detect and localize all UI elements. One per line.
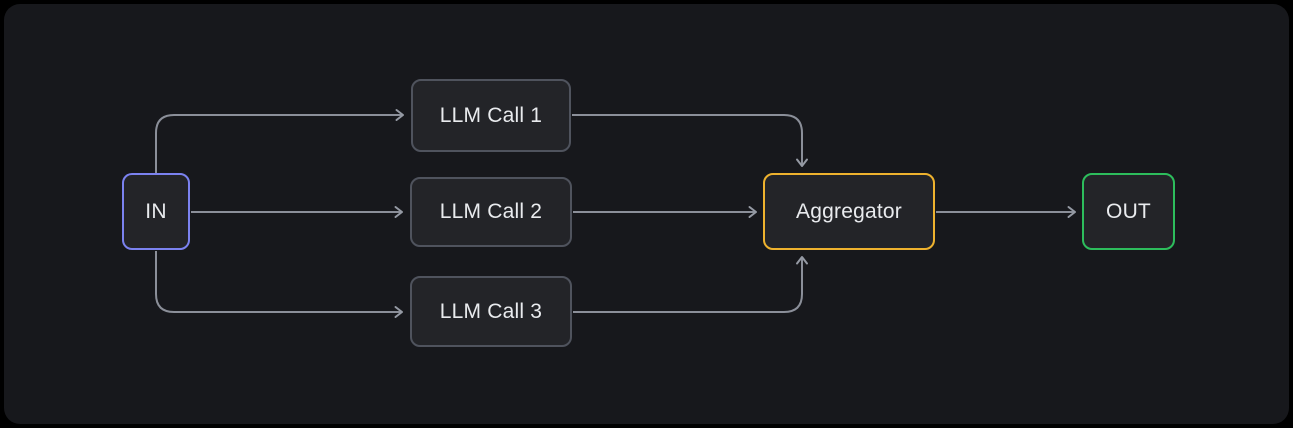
edge-in-llm1[interactable] — [155, 109, 404, 173]
node-out[interactable]: OUT — [1082, 173, 1175, 250]
node-llm-call-2[interactable]: LLM Call 2 — [410, 177, 572, 247]
node-aggregator-label: Aggregator — [796, 199, 902, 223]
node-llm-call-2-label: LLM Call 2 — [439, 200, 543, 223]
edge-llm1-aggregator[interactable] — [572, 114, 808, 167]
node-llm-call-1-label: LLM Call 1 — [439, 103, 543, 127]
node-out-label: OUT — [1106, 199, 1151, 223]
node-in[interactable]: IN — [122, 173, 190, 250]
node-aggregator[interactable]: Aggregator — [763, 173, 935, 250]
edge-in-llm3[interactable] — [155, 251, 403, 318]
node-llm-call-3[interactable]: LLM Call 3 — [410, 276, 572, 347]
node-in-label: IN — [145, 199, 167, 223]
node-llm-call-3-label: LLM Call 3 — [439, 299, 543, 323]
node-llm-call-1[interactable]: LLM Call 1 — [411, 79, 571, 152]
edge-llm3-aggregator[interactable] — [573, 256, 808, 313]
